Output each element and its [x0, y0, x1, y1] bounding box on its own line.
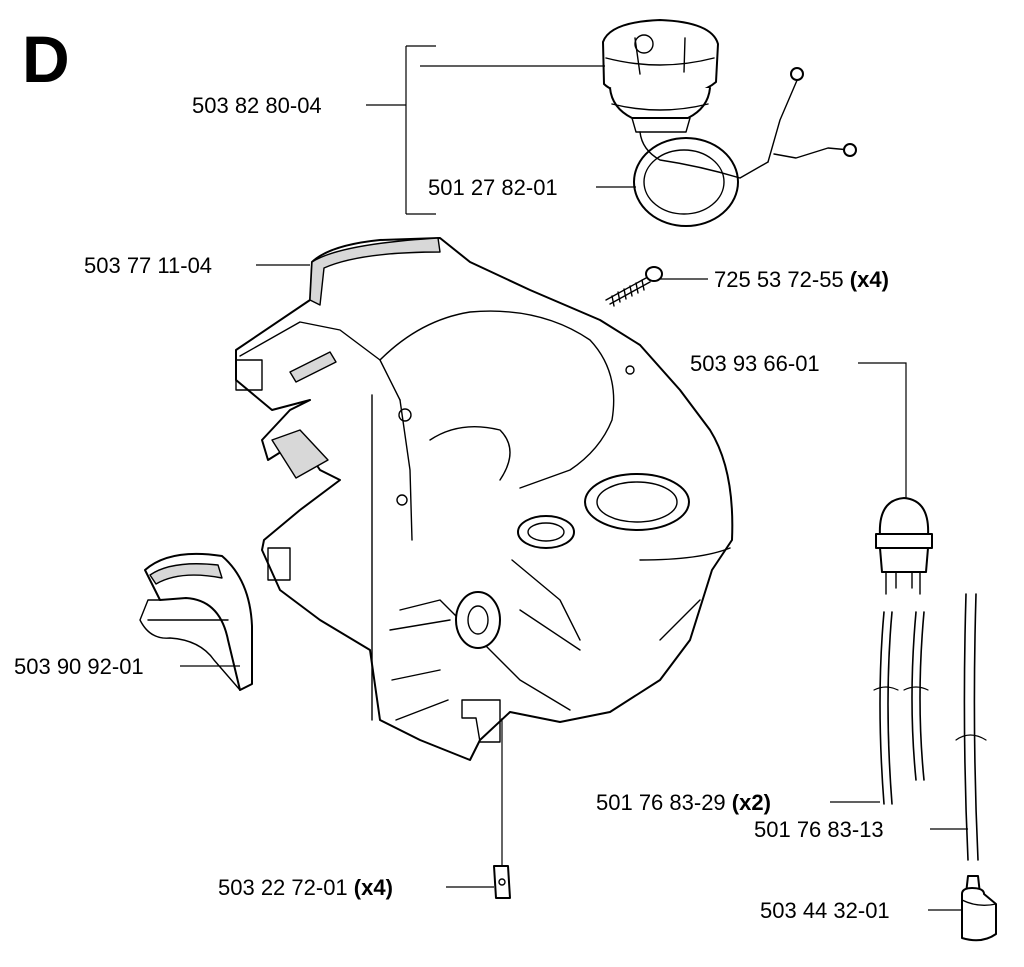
screw-part	[605, 266, 663, 307]
cap-oring-part	[633, 67, 857, 227]
clip-qty: (x4)	[354, 875, 393, 900]
bracket-part	[139, 552, 253, 691]
fuel-hose-pair-number: 501 76 83-29	[596, 790, 726, 815]
fuel-hose-pair-qty: (x2)	[732, 790, 771, 815]
clip-number: 503 22 72-01	[218, 875, 348, 900]
label-clip: 503 22 72-01 (x4)	[218, 875, 393, 900]
fuel-hose-pair-part	[873, 611, 929, 805]
label-cap-oring: 501 27 82-01	[428, 175, 558, 200]
label-fuel-hose-pair: 501 76 83-29 (x2)	[596, 790, 771, 815]
leader-lines	[180, 45, 968, 911]
screw-qty: (x4)	[850, 267, 889, 292]
fuel-hose-part	[955, 593, 987, 861]
primer-bulb-part	[875, 497, 933, 595]
fuel-cap-part	[602, 19, 719, 133]
label-bracket: 503 90 92-01	[14, 654, 144, 679]
screw-number: 725 53 72-55	[714, 267, 844, 292]
label-primer-bulb: 503 93 66-01	[690, 351, 820, 376]
label-fuel-hose: 501 76 83-13	[754, 817, 884, 842]
label-screw: 725 53 72-55 (x4)	[714, 267, 889, 292]
label-tank-cover: 503 77 11-04	[84, 253, 212, 278]
fuel-filter-part	[961, 875, 997, 942]
section-letter: D	[22, 22, 70, 96]
clip-part	[493, 865, 511, 899]
label-cap-assembly: 503 82 80-04	[192, 93, 322, 118]
fuel-tank-part	[235, 237, 734, 761]
label-fuel-filter: 503 44 32-01	[760, 898, 890, 923]
